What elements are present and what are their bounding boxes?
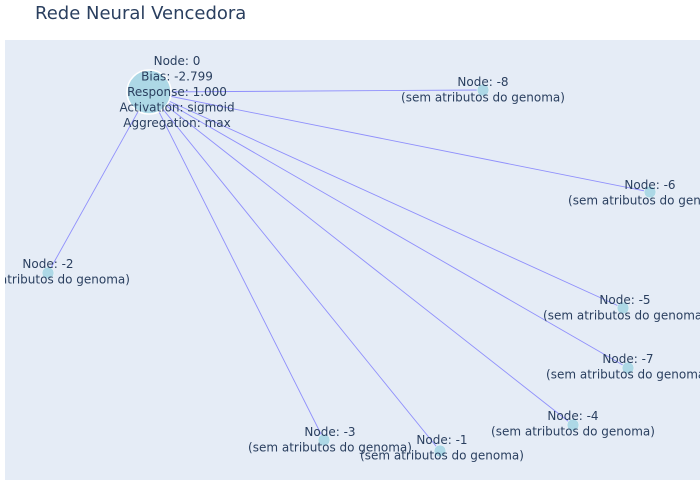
node--5-label-line-1: (sem atributos do genoma) <box>543 309 700 323</box>
node--3-marker[interactable] <box>317 433 331 447</box>
node--2-marker[interactable] <box>41 266 55 280</box>
edge--2-to-0 <box>47 91 150 274</box>
node--8-label-line-1: (sem atributos do genoma) <box>401 91 565 105</box>
node--5-label-line-0: Node: -5 <box>599 293 650 307</box>
node--2-label-line-1: (sem atributos do genoma) <box>5 273 130 287</box>
node--2-label-line-0: Node: -2 <box>22 257 73 271</box>
node--8-label-line-0: Node: -8 <box>457 75 508 89</box>
node--7-label-line-0: Node: -7 <box>602 352 653 366</box>
chart-title: Rede Neural Vencedora <box>35 3 247 24</box>
node--6-marker[interactable] <box>643 185 657 199</box>
node--5-marker[interactable] <box>616 301 630 315</box>
node--7-label-line-1: (sem atributos do genoma) <box>546 368 700 382</box>
node--4-label-line-1: (sem atributos do genoma) <box>491 425 655 439</box>
node-0-label-line-2: Response: 1.000 <box>127 85 227 99</box>
edge--5-to-0 <box>148 91 624 309</box>
node--8-marker[interactable] <box>476 83 490 97</box>
edge--8-to-0 <box>148 89 484 93</box>
node-0-marker[interactable] <box>126 69 172 115</box>
node--3-label-line-1: (sem atributos do genoma) <box>248 441 412 455</box>
node--6-label-line-1: (sem atributos do genoma) <box>568 194 700 208</box>
node--7-marker[interactable] <box>621 361 635 375</box>
edge--1-to-0 <box>148 91 441 452</box>
edge--4-to-0 <box>148 91 574 426</box>
node-0-label-line-0: Node: 0 <box>154 54 201 68</box>
edge--6-to-0 <box>148 91 651 193</box>
node-0-label-line-1: Bias: -2.799 <box>141 70 213 84</box>
node--4-label-line-0: Node: -4 <box>547 409 598 423</box>
edge--3-to-0 <box>148 91 325 441</box>
node--1-label-line-0: Node: -1 <box>416 433 467 447</box>
node--1-label-line-1: (sem atributos do genoma) <box>360 449 524 463</box>
node--1-marker[interactable] <box>433 444 447 458</box>
node--3-label-line-0: Node: -3 <box>304 425 355 439</box>
node-0-label-line-4: Aggregation: max <box>123 116 230 130</box>
node--6-label-line-0: Node: -6 <box>624 178 675 192</box>
edge--7-to-0 <box>148 91 629 369</box>
node-0-label-line-3: Activation: sigmoid <box>119 101 234 115</box>
node--4-marker[interactable] <box>566 418 580 432</box>
